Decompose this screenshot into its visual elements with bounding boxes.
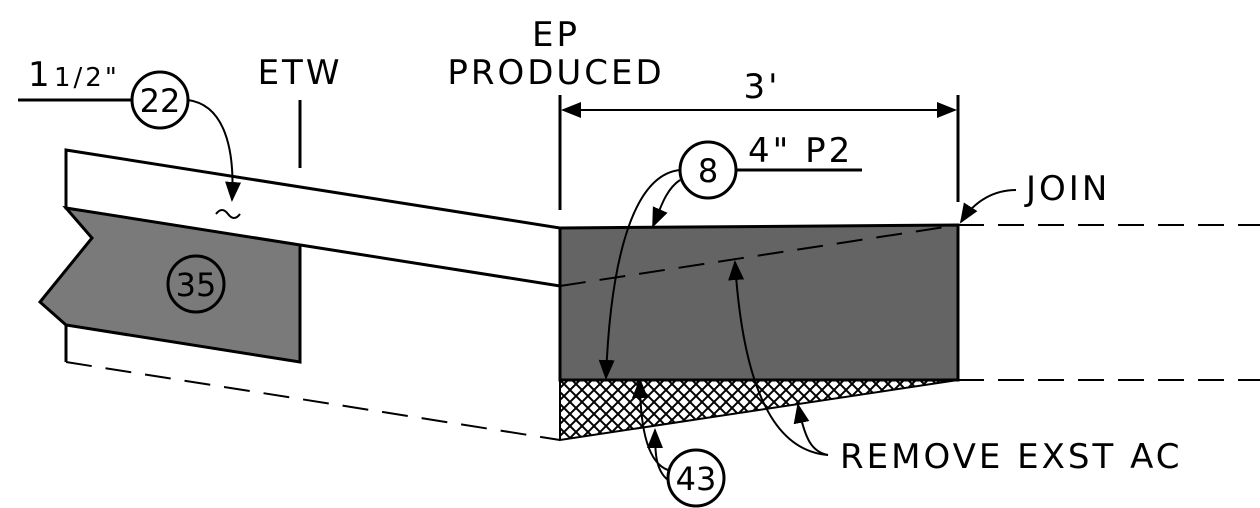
join-label: JOIN	[1024, 169, 1110, 209]
thickness-label-whole: 1	[28, 55, 53, 95]
join-leader	[959, 189, 1017, 224]
remove-leader-1	[728, 260, 829, 456]
callout-35-label: 35	[176, 266, 217, 304]
etw-label: ETW	[258, 53, 343, 93]
callout-22-leader	[187, 99, 242, 202]
dimension-label: 3'	[744, 67, 781, 107]
widening-block	[558, 223, 960, 382]
callout-22: 22	[130, 70, 190, 130]
tilde-mark	[215, 209, 241, 219]
callout-8: 8	[678, 140, 738, 200]
depth-label: 4" P2	[748, 131, 853, 171]
callout-43-label: 43	[676, 460, 717, 498]
callout-22-label: 22	[140, 82, 181, 120]
callout-43-leader-1	[632, 378, 669, 471]
ep-label: EP	[532, 15, 580, 55]
crosshatch-base	[559, 379, 959, 442]
callout-8-label: 8	[698, 152, 718, 190]
callout-8-leader-bottom	[598, 169, 681, 380]
produced-label: PRODUCED	[447, 53, 664, 93]
remove-leader-2	[793, 403, 829, 456]
callout-43-leader-2	[647, 428, 669, 481]
remove-label: REMOVE EXST AC	[840, 437, 1183, 477]
internal-dashed-line	[559, 224, 959, 287]
callout-8-leader-top	[652, 179, 681, 228]
callout-35: 35	[166, 254, 226, 314]
thickness-label-fraction: 1/2"	[54, 63, 120, 93]
callout-43: 43	[666, 448, 726, 508]
existing-grade-dashed	[65, 361, 561, 441]
